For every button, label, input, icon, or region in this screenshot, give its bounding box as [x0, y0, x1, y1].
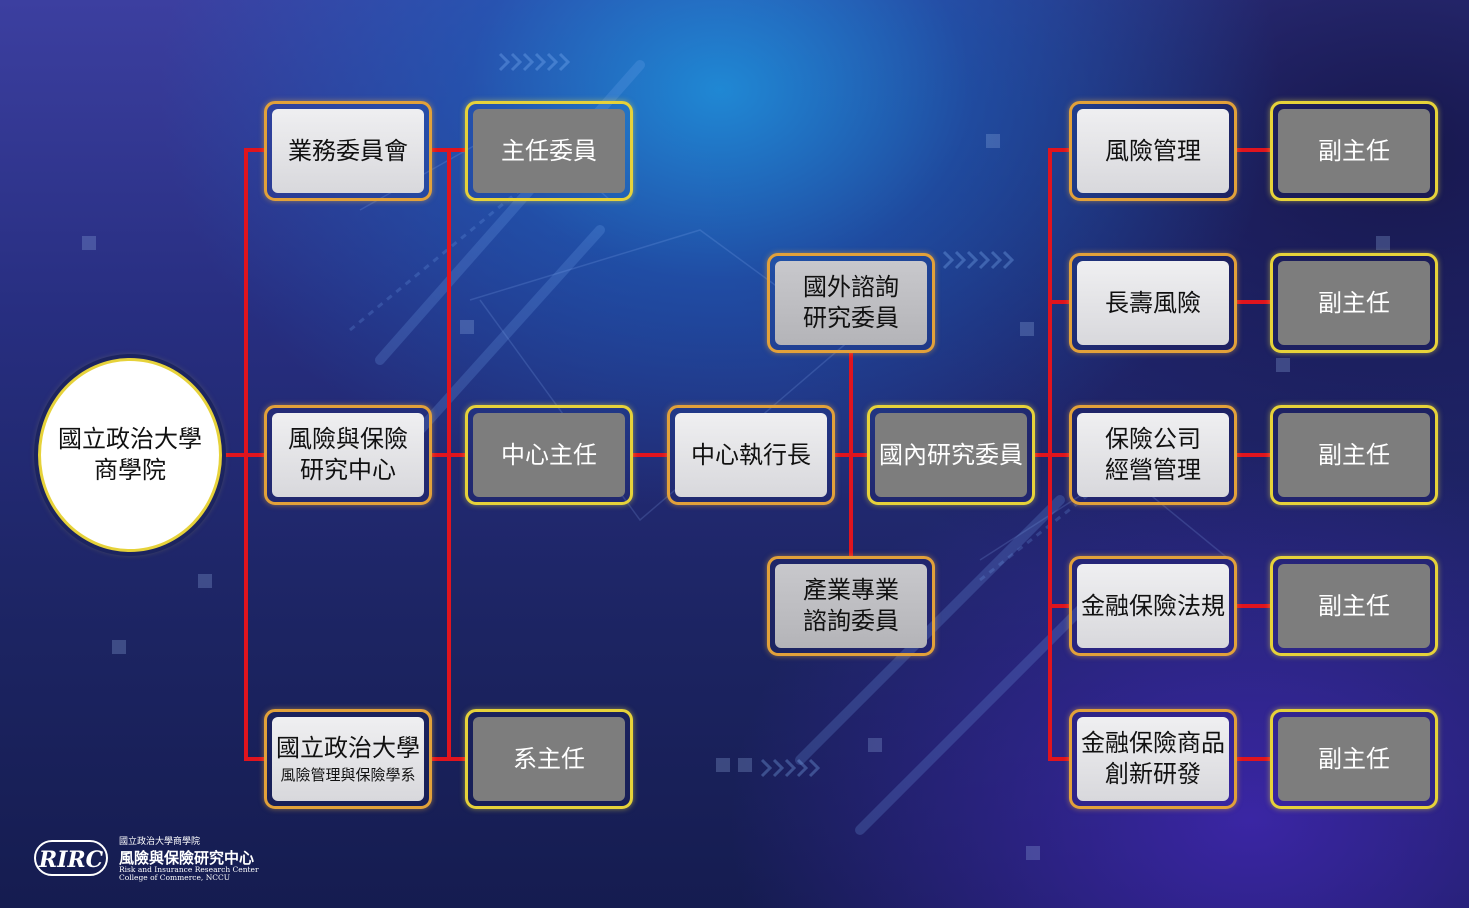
node-label: 中心執行長: [691, 440, 811, 469]
root-node-college-of-commerce: 國立政治大學 商學院: [38, 358, 222, 552]
node-label: 主任委員: [501, 136, 597, 165]
logo-college-name: 國立政治大學商學院: [119, 837, 201, 847]
node-division: 金融保險法規: [1069, 556, 1237, 656]
node-label: 副主任: [1318, 744, 1390, 773]
logo-english-name: Risk and Insurance Research Center Colle…: [119, 866, 259, 882]
node-division: 長壽風險: [1069, 253, 1237, 353]
root-label-line1: 國立政治大學: [58, 425, 202, 453]
node-division: 金融保險商品 創新研發: [1069, 709, 1237, 809]
logo-center-name: 風險與保險研究中心: [119, 849, 255, 867]
root-label-line2: 商學院: [94, 456, 166, 484]
node-label-line1: 國外諮詢: [803, 273, 899, 301]
node-executive-director: 中心執行長: [667, 405, 835, 505]
node-label: 國內研究委員: [879, 440, 1023, 469]
node-chair-commissioner: 主任委員: [465, 101, 633, 201]
node-label: 副主任: [1318, 591, 1390, 620]
node-label-line1: 金融保險商品: [1081, 729, 1225, 757]
node-label: 副主任: [1318, 440, 1390, 469]
node-deputy-director: 副主任: [1270, 101, 1438, 201]
node-label-line1: 產業專業: [803, 576, 899, 604]
rirc-logo: RIRC 國立政治大學商學院 風險與保險研究中心 Risk and Insura…: [34, 834, 274, 884]
node-label-line1: 金融保險法規: [1081, 591, 1225, 620]
node-label-line1: 國立政治大學: [276, 733, 420, 762]
node-label-line1: 保險公司: [1105, 425, 1201, 453]
node-deputy-director: 副主任: [1270, 405, 1438, 505]
node-domestic-research-committee: 國內研究委員: [867, 405, 1035, 505]
node-label-line2: 研究委員: [803, 304, 899, 332]
node-label-line2: 經營管理: [1105, 456, 1201, 484]
node-department: 國立政治大學 風險管理與保險學系: [264, 709, 432, 809]
node-department-chair: 系主任: [465, 709, 633, 809]
node-label-line2: 諮詢委員: [803, 607, 899, 635]
node-business-committee: 業務委員會: [264, 101, 432, 201]
node-research-center: 風險與保險 研究中心: [264, 405, 432, 505]
node-label: 副主任: [1318, 288, 1390, 317]
logo-english-line1: Risk and Insurance Research Center: [119, 865, 259, 874]
node-deputy-director: 副主任: [1270, 253, 1438, 353]
node-industry-advisory: 產業專業 諮詢委員: [767, 556, 935, 656]
node-label-line1: 長壽風險: [1105, 288, 1201, 317]
node-label: 中心主任: [501, 440, 597, 469]
node-center-director: 中心主任: [465, 405, 633, 505]
node-label: 系主任: [513, 744, 585, 773]
node-label-line1: 風險管理: [1105, 136, 1201, 165]
rirc-emblem-icon: RIRC: [34, 840, 108, 876]
node-label-line2: 研究中心: [300, 456, 396, 484]
node-label-line2: 風險管理與保險學系: [280, 765, 416, 784]
node-deputy-director: 副主任: [1270, 556, 1438, 656]
node-label-line2: 創新研發: [1105, 760, 1201, 788]
node-label-line1: 風險與保險: [288, 425, 408, 453]
node-division: 保險公司 經營管理: [1069, 405, 1237, 505]
node-foreign-advisory: 國外諮詢 研究委員: [767, 253, 935, 353]
node-label: 業務委員會: [288, 136, 408, 165]
node-deputy-director: 副主任: [1270, 709, 1438, 809]
node-division: 風險管理: [1069, 101, 1237, 201]
logo-english-line2: College of Commerce, NCCU: [119, 873, 231, 882]
node-label: 副主任: [1318, 136, 1390, 165]
